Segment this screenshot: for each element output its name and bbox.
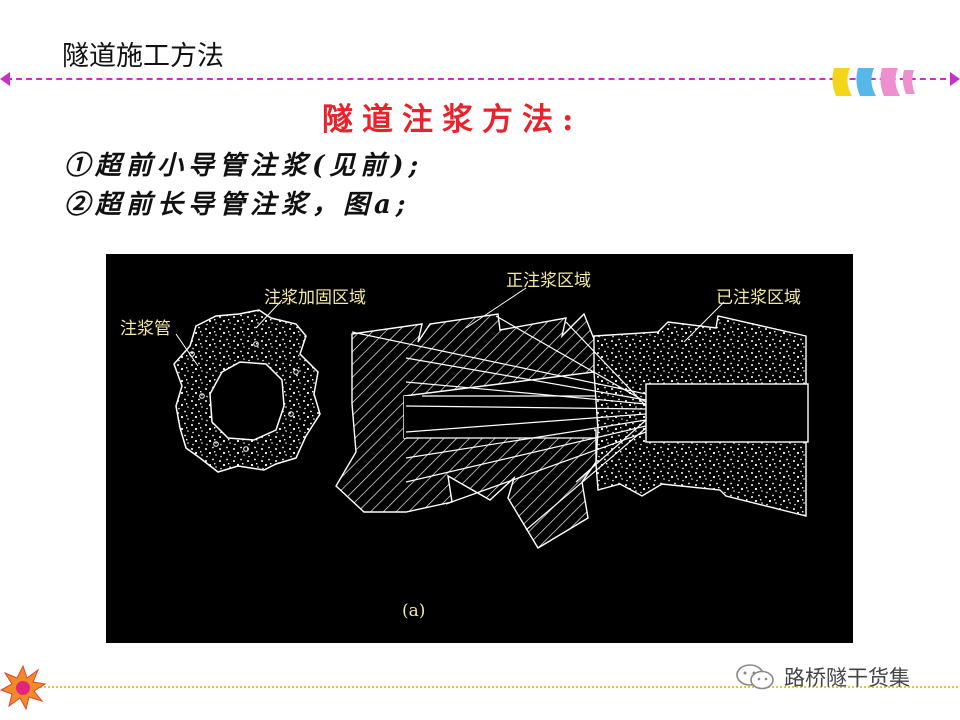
wechat-icon [736, 664, 774, 690]
dotted-grouted-zone [593, 315, 809, 517]
watermark: 路桥隧干货集 [734, 662, 910, 692]
diagram-caption: (a) [402, 601, 425, 621]
divider-arrow-right-icon [950, 72, 960, 86]
advanced-long-pipes [351, 315, 647, 531]
label-grouting-zone: 正注浆区域 [506, 271, 591, 291]
grouting-diagram: 注浆管 注浆加固区域 正注浆区域 已注浆区域 (a) [106, 254, 853, 643]
ring-cross-section [173, 309, 321, 473]
main-heading: 隧道注浆方法: [322, 102, 583, 138]
label-grouted-zone: 已注浆区域 [716, 288, 801, 308]
bullet-line-1: ①超前小导管注浆(见前); [64, 151, 424, 181]
label-reinforced-zone: 注浆加固区域 [264, 288, 366, 308]
divider-arrow-left-icon [0, 72, 10, 86]
bottom-divider [24, 686, 958, 688]
slide-title: 隧道施工方法 [62, 41, 224, 72]
decorative-strips-icon [832, 68, 915, 96]
top-divider [6, 78, 956, 80]
hatched-grouting-zone [335, 312, 597, 549]
starburst-icon [0, 664, 46, 710]
watermark-text: 路桥隧干货集 [784, 666, 910, 690]
bullet-line-2: ②超前长导管注浆，图a; [64, 190, 411, 220]
label-grout-pipe: 注浆管 [120, 319, 171, 339]
